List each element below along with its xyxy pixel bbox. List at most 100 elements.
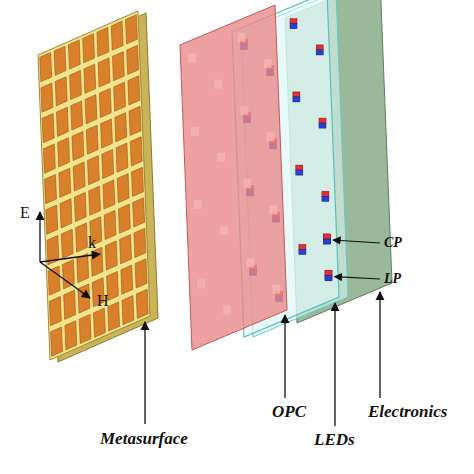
polarization-leader — [335, 277, 381, 279]
metasurface-patch — [57, 107, 69, 136]
metasurface-patch — [77, 253, 89, 282]
opc-spot — [264, 59, 272, 68]
layer-label: Electronics — [368, 403, 447, 420]
metasurface-patch — [72, 131, 84, 160]
opc-spot — [273, 285, 281, 294]
led-chip-bottom — [325, 276, 332, 281]
metasurface-patch — [97, 27, 109, 56]
metasurface-patch — [48, 266, 60, 295]
metasurface-patch — [132, 167, 144, 196]
metasurface-patch — [83, 34, 95, 63]
layer-label: Metasurface — [100, 430, 188, 447]
led-chip-top — [322, 191, 329, 196]
metasurface-patch — [86, 125, 98, 154]
metasurface-patch — [129, 106, 141, 135]
metasurface-patch — [117, 174, 129, 203]
metasurface-patch — [127, 45, 139, 74]
metasurface-patch — [55, 77, 67, 106]
metasurface-patch — [102, 149, 114, 178]
metasurface-patch — [108, 302, 120, 331]
layer-pointer — [144, 322, 145, 424]
h-field-axis — [40, 262, 90, 298]
opc-spot — [240, 106, 248, 115]
led-chip-bottom — [290, 24, 297, 29]
metasurface-patch — [136, 289, 148, 318]
metasurface-patch — [120, 235, 132, 264]
metasurface-patch — [73, 162, 85, 191]
metasurface-patch — [98, 58, 110, 87]
led-chip-bottom — [322, 196, 329, 201]
e-field-axis — [39, 212, 40, 262]
metasurface-patch — [74, 192, 86, 221]
led-chip-bottom — [325, 276, 332, 281]
metasurface-patch — [103, 180, 115, 209]
opc-spot — [191, 127, 199, 136]
opc-spot — [197, 279, 205, 288]
led-chip-top — [324, 234, 331, 239]
led-chip-bottom — [319, 123, 326, 128]
metasurface-patch — [61, 229, 73, 258]
metasurface-patch — [111, 21, 123, 50]
metasurface-patch — [113, 52, 125, 81]
led-chip-top — [325, 271, 332, 276]
metasurface-patch — [70, 70, 82, 99]
metasurface-patch — [51, 327, 63, 356]
polarization-leader — [333, 240, 380, 243]
led-chip-top — [296, 165, 303, 170]
metasurface-patch — [85, 95, 97, 124]
layer-pointer — [379, 292, 380, 398]
metasurface-patch — [133, 198, 145, 227]
layer-pointer — [334, 303, 335, 426]
led-chip-top — [324, 234, 331, 239]
led-chip-bottom — [324, 239, 331, 244]
metasurface-patch — [54, 46, 66, 75]
leader-group — [40, 212, 380, 426]
metasurface-patch — [126, 15, 138, 44]
led-chip-bottom — [316, 50, 323, 55]
metasurface-patch — [59, 168, 71, 197]
led-chip-top — [299, 244, 306, 249]
opc-spot — [246, 258, 254, 267]
metasurface-patch — [91, 247, 103, 276]
metasurface-substrate — [38, 11, 150, 360]
metasurface-patch — [45, 175, 57, 204]
k-vector-axis — [40, 254, 100, 262]
led-chip-bottom — [324, 239, 331, 244]
opc-spot — [238, 33, 246, 42]
metasurface-patch — [79, 314, 91, 343]
metasurface-patch — [104, 210, 116, 239]
layer-label: LEDs — [314, 431, 355, 448]
metasurface-patch — [60, 199, 72, 228]
opc-spot — [194, 200, 202, 209]
metasurface-patch — [58, 138, 70, 167]
axis-label: k — [88, 235, 96, 251]
metasurface-patch — [101, 119, 113, 148]
metasurface-patch — [88, 156, 100, 185]
led-chip-bottom — [296, 170, 303, 175]
metasurface-patch — [94, 308, 106, 337]
opc-spot — [243, 179, 251, 188]
opc-spot — [223, 305, 231, 314]
metasurface-patch — [135, 259, 147, 288]
metasurface-patch — [99, 88, 111, 117]
polarization-label: CP — [384, 236, 402, 250]
metasurface-patch — [84, 64, 96, 93]
layer-label: OPC — [272, 403, 306, 420]
axis-label: E — [20, 205, 30, 221]
led-chip-top — [316, 45, 323, 50]
opc-spot — [188, 54, 196, 63]
metasurface-patch — [41, 83, 53, 112]
metasurface-patch — [40, 53, 52, 82]
metasurface-patch — [42, 114, 54, 143]
metasurface-patch — [65, 321, 77, 350]
layer-pointer — [284, 315, 285, 398]
metasurface-patch — [119, 204, 131, 233]
metasurface-patch — [114, 82, 126, 111]
metasurface-patch — [64, 290, 76, 319]
panel-group — [38, 0, 392, 362]
opc-spot — [267, 132, 275, 141]
led-chip-top — [319, 118, 326, 123]
metasurface-patch — [115, 113, 127, 142]
metasurface-patch — [68, 40, 80, 69]
